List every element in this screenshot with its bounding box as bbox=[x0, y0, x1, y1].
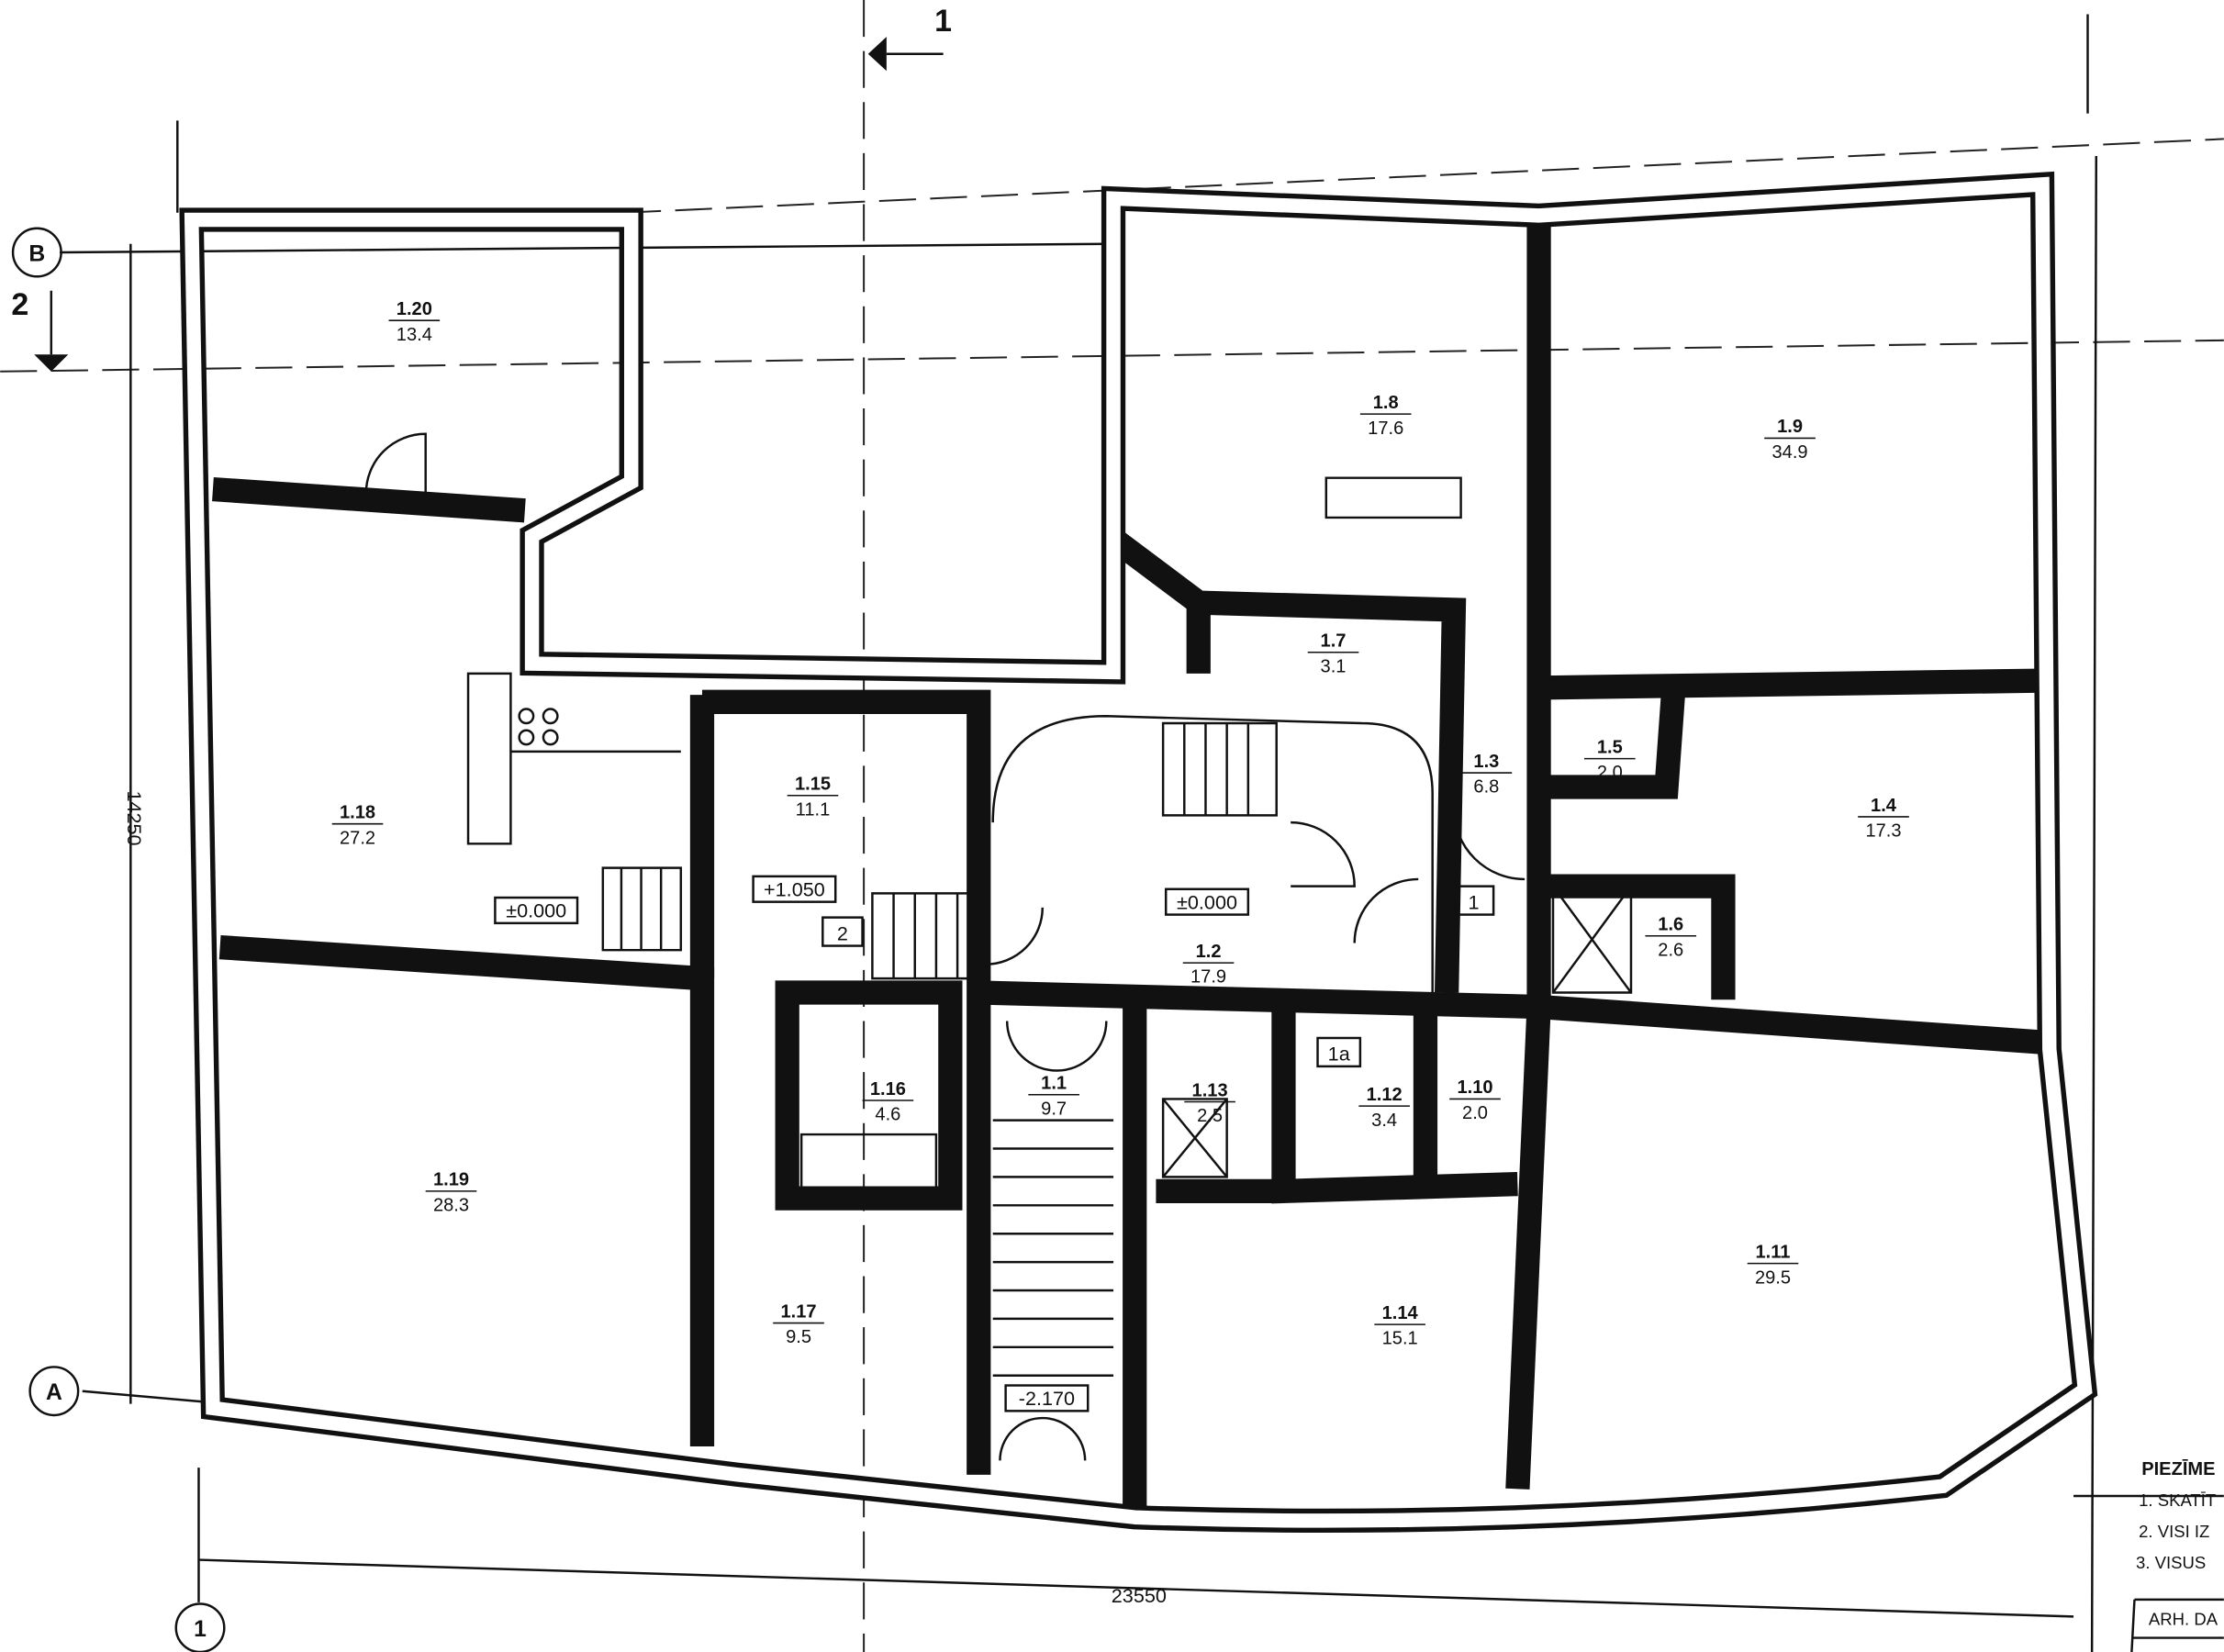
stairs bbox=[364, 432, 1633, 1461]
room-area: 2.6 bbox=[1658, 940, 1683, 960]
room-label: 1.9 34.9 bbox=[1764, 417, 1816, 463]
section-label-1: 1 bbox=[934, 4, 952, 39]
room-number: 1.11 bbox=[1756, 1242, 1791, 1262]
room-number: 1.14 bbox=[1382, 1303, 1419, 1323]
room-label: 1.11 29.5 bbox=[1747, 1242, 1799, 1288]
section-arrow-icon bbox=[34, 354, 69, 372]
room-number: 1.17 bbox=[781, 1301, 817, 1322]
room-label: 1.2 17.9 bbox=[1182, 942, 1235, 988]
room-label: 1.8 17.6 bbox=[1359, 393, 1412, 439]
room-label: 1.16 4.6 bbox=[862, 1079, 914, 1125]
room-area: 17.6 bbox=[1368, 419, 1403, 439]
room-area: 2.5 bbox=[1197, 1106, 1223, 1126]
section-markers: 1 2 bbox=[11, 4, 952, 372]
room-area: 6.8 bbox=[1473, 777, 1499, 798]
room-area: 17.3 bbox=[1865, 821, 1901, 842]
section-label-2: 2 bbox=[11, 287, 28, 322]
level-tags: ±0.000 +1.050 ±0.000 -2.170 2 1 1a bbox=[494, 875, 1495, 1412]
level-tag-box bbox=[1004, 1384, 1090, 1412]
room-area: 13.4 bbox=[397, 325, 432, 345]
room-number: 1.7 bbox=[1321, 631, 1347, 652]
stair-tag: 1a bbox=[1328, 1043, 1351, 1066]
room-label: 1.19 28.3 bbox=[425, 1170, 477, 1215]
room-area: 17.9 bbox=[1190, 967, 1226, 988]
axis-markers: B A 1 bbox=[11, 227, 226, 1652]
axis-circle bbox=[174, 1602, 226, 1652]
room-label: 1.10 2.0 bbox=[1449, 1077, 1501, 1123]
notes-heading: PIEZĪME bbox=[2141, 1459, 2215, 1479]
room-area: 34.9 bbox=[1772, 442, 1808, 463]
room-number: 1.6 bbox=[1658, 915, 1683, 935]
room-label: 1.36.8 bbox=[1460, 752, 1513, 798]
level-tag: ±0.000 bbox=[506, 899, 566, 922]
stair-tag: 1 bbox=[1468, 890, 1479, 913]
level-tag: +1.050 bbox=[764, 877, 825, 900]
room-label: 1.15 11.1 bbox=[787, 775, 839, 820]
room-area: 15.1 bbox=[1382, 1329, 1418, 1349]
level-tag-box bbox=[752, 875, 837, 903]
room-label: 1.12 3.4 bbox=[1358, 1085, 1410, 1131]
notes: PIEZĪME 1. SKATĪT 2. VISI IZ 3. VISUS AR… bbox=[2130, 1459, 2224, 1652]
room-number: 1.1 bbox=[1041, 1074, 1067, 1094]
section-arrow-icon bbox=[867, 37, 887, 72]
room-area: 3.1 bbox=[1321, 656, 1347, 676]
dimension-height: 14250 bbox=[123, 790, 146, 845]
room-area: 2.0 bbox=[1597, 763, 1623, 783]
axis-label-a: A bbox=[46, 1380, 62, 1405]
axis-circle bbox=[11, 227, 62, 278]
room-label: 1.14 15.1 bbox=[1374, 1303, 1425, 1349]
room-area: 3.4 bbox=[1371, 1111, 1397, 1131]
note-item: 1. SKATĪT bbox=[2139, 1490, 2216, 1510]
room-area: 4.6 bbox=[875, 1105, 900, 1125]
room-area: 9.5 bbox=[786, 1327, 811, 1347]
level-tag: ±0.000 bbox=[1177, 890, 1237, 913]
room-number: 1.12 bbox=[1367, 1085, 1403, 1105]
room-label: 1.18 27.2 bbox=[331, 803, 384, 848]
level-tag: -2.170 bbox=[1019, 1387, 1075, 1410]
room-number: 1.8 bbox=[1373, 393, 1399, 413]
room-label: 1.17 9.5 bbox=[773, 1301, 824, 1347]
room-number: 1.13 bbox=[1192, 1080, 1228, 1100]
level-tag-box bbox=[1164, 887, 1250, 916]
room-number: 1.2 bbox=[1196, 942, 1222, 962]
room-number: 1.5 bbox=[1597, 737, 1623, 757]
dimension-width: 23550 bbox=[1112, 1584, 1167, 1607]
room-number: 1.20 bbox=[397, 299, 432, 319]
room-area: 9.7 bbox=[1041, 1099, 1067, 1119]
axis-circle bbox=[28, 1366, 80, 1417]
room-number: 1.4 bbox=[1871, 796, 1897, 816]
room-number: 1.16 bbox=[870, 1079, 906, 1099]
stair-tag-box bbox=[1316, 1036, 1362, 1068]
room-label: 1.62.6 bbox=[1645, 915, 1697, 960]
room-number: 1.3 bbox=[1473, 752, 1499, 772]
room-number: 1.10 bbox=[1457, 1077, 1492, 1098]
note-item: 2. VISI IZ bbox=[2139, 1522, 2209, 1541]
room-label: 1.52.0 bbox=[1584, 737, 1636, 783]
axis-label-b: B bbox=[28, 241, 45, 266]
stamp-text: ARH. DA bbox=[2149, 1610, 2218, 1629]
room-area: 2.0 bbox=[1462, 1103, 1488, 1123]
room-label: 1.73.1 bbox=[1307, 631, 1359, 676]
stair-tag-box bbox=[821, 916, 864, 947]
room-label: 1.4 17.3 bbox=[1858, 796, 1909, 842]
room-number: 1.9 bbox=[1777, 417, 1803, 437]
room-label: 1.19.7 bbox=[1028, 1074, 1079, 1119]
stair-tag-box bbox=[1452, 885, 1495, 916]
note-item: 3. VISUS bbox=[2136, 1553, 2206, 1572]
room-label: 1.13 2.5 bbox=[1184, 1080, 1235, 1126]
room-area: 27.2 bbox=[340, 828, 375, 848]
walls bbox=[179, 171, 2098, 1534]
room-area: 29.5 bbox=[1755, 1267, 1791, 1288]
stair-tag: 2 bbox=[837, 921, 848, 944]
level-tag-box bbox=[494, 896, 579, 925]
room-area: 28.3 bbox=[433, 1195, 469, 1215]
room-label: 1.20 13.4 bbox=[388, 299, 441, 345]
room-number: 1.19 bbox=[433, 1170, 469, 1190]
room-area: 11.1 bbox=[796, 799, 831, 820]
axis-label-1: 1 bbox=[194, 1617, 207, 1642]
room-number: 1.15 bbox=[795, 775, 831, 795]
room-number: 1.18 bbox=[340, 803, 375, 823]
